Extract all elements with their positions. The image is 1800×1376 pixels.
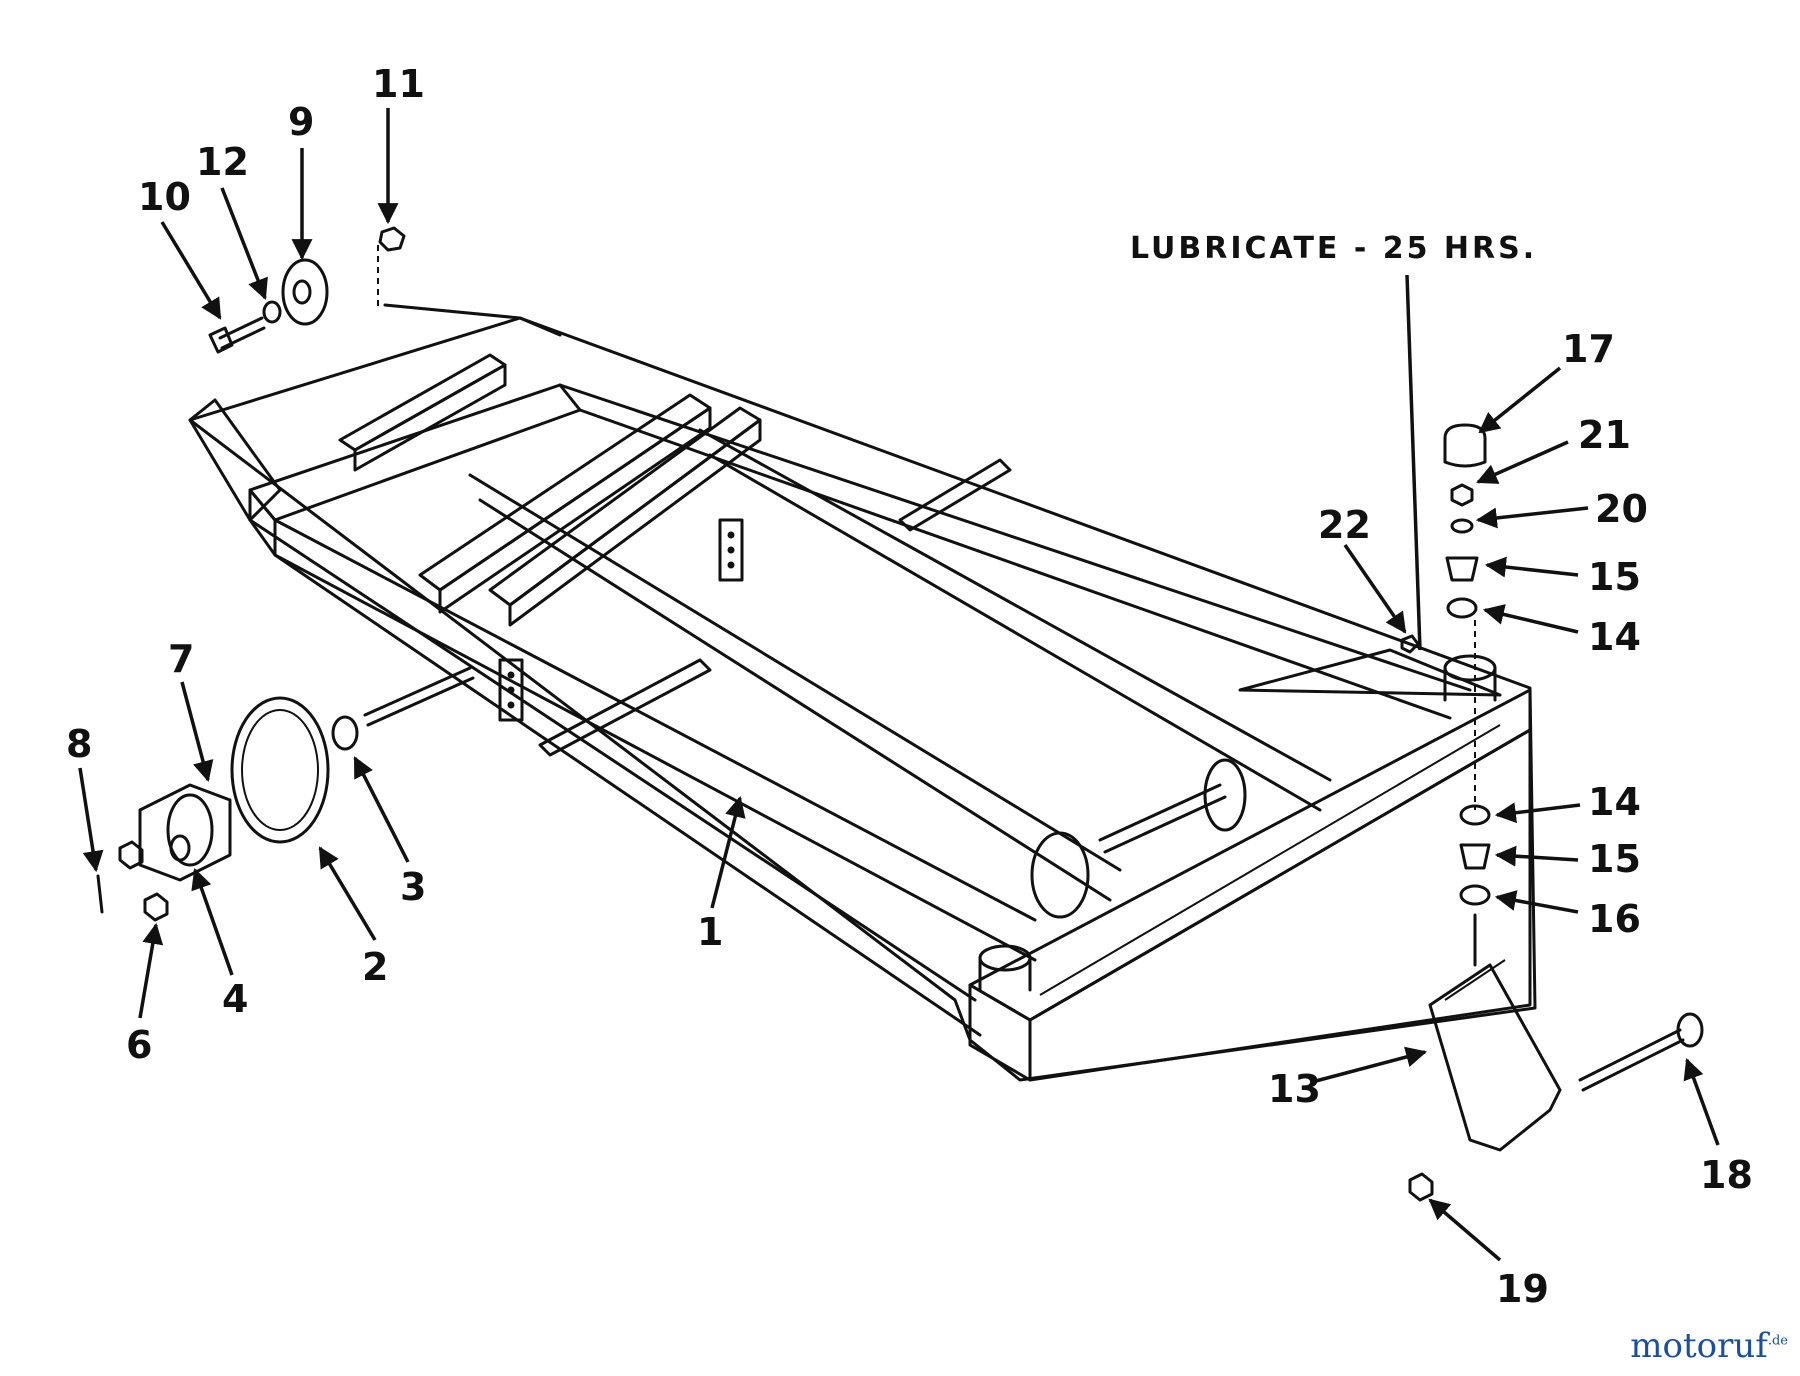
callout-21: 21 [1578,413,1631,457]
washer-part [262,300,282,324]
callout-17: 17 [1562,327,1615,371]
callout-18: 18 [1700,1153,1753,1197]
leader-19 [1428,1198,1502,1262]
leader-16 [1494,890,1579,914]
callout-4: 4 [222,977,248,1021]
callout-15-lower: 15 [1588,837,1641,881]
watermark-brand: motoruf [1630,1326,1768,1366]
callout-3: 3 [400,865,426,909]
callout-12: 12 [196,140,249,184]
watermark-logo: motoruf.de [1630,1326,1788,1366]
leader-10 [160,221,222,320]
nut-part-2 [143,892,169,922]
leader-17 [1478,366,1562,434]
nut-part [118,840,144,870]
hub-part [138,783,232,882]
leader-14b [1494,802,1581,824]
leader-7 [180,681,214,783]
nut-part-11 [378,226,406,252]
lubricate-note: LUBRICATE - 25 HRS. [1130,231,1537,266]
leader-13 [1311,1046,1428,1084]
callout-2: 2 [362,945,388,989]
idler-pulley-group [208,226,406,354]
leader-22 [1343,544,1407,634]
dust-cap-part [1443,423,1487,468]
leader-15a [1484,556,1579,578]
leader-6 [138,922,164,1019]
callout-13: 13 [1268,1067,1321,1111]
cotter-pin-part [96,874,104,914]
callout-14-lower: 14 [1588,780,1641,824]
frame-assembly [188,303,1537,1082]
caster-group [1400,423,1704,1202]
axle-bolt-part [1676,1012,1704,1048]
caster-fork-part [1428,963,1562,1152]
sprocket-part [230,696,330,844]
callout-7: 7 [168,637,194,681]
leader-11a [220,187,268,300]
leader-1 [710,795,746,909]
leader-4 [191,868,234,976]
sprocket-hub-group [96,696,359,922]
callout-15-upper: 15 [1588,555,1641,599]
leader-18 [1683,1058,1720,1146]
callout-1: 1 [697,910,723,954]
callout-numbers: 1 2 3 4 6 7 8 9 10 11 12 13 14 14 15 15 … [66,62,1753,1311]
callout-22: 22 [1318,503,1371,547]
leader-21 [1476,440,1569,484]
callout-19: 19 [1496,1267,1549,1311]
callout-9: 9 [288,100,314,144]
callout-10: 10 [138,175,191,219]
callout-11: 11 [372,62,425,106]
leader-3 [353,756,410,863]
leader-lubricate [1405,274,1422,651]
leader-8 [78,767,104,873]
callout-8: 8 [66,722,92,766]
leader-lines [78,108,1720,1262]
callout-20: 20 [1595,487,1648,531]
callout-16: 16 [1588,897,1641,941]
watermark-suffix: .de [1767,1333,1788,1349]
callout-6: 6 [126,1023,152,1067]
leader-20 [1475,506,1589,529]
pulley-part [281,258,329,326]
leader-2 [318,846,377,941]
bearing-part [331,715,359,751]
callout-14-upper: 14 [1588,615,1641,659]
leader-14a [1482,604,1579,634]
leader-15b [1494,845,1579,867]
